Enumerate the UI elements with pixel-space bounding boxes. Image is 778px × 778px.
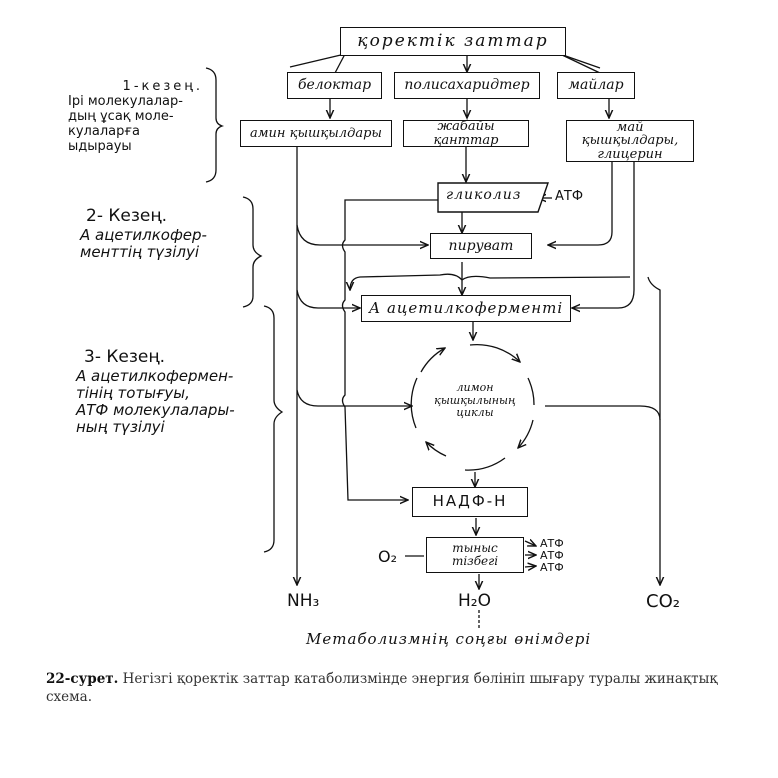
figure-caption-text: Негізгі қоректік заттар катаболизмінде э… — [46, 671, 718, 706]
figure-number: 22-сурет. — [46, 671, 119, 687]
fatty-acids-line: май қышқылдары, — [581, 119, 679, 149]
stage-3-line-2: тінің тотығуы, — [76, 383, 190, 402]
arrow-chain-atp-1 — [524, 541, 536, 546]
label-oxygen: O₂ — [378, 547, 398, 566]
stage-1-title: 1-кезең. — [122, 79, 203, 94]
stage-3-line-3: АТФ молекулалары- — [76, 401, 235, 420]
connector-nutrients-proteins — [334, 53, 346, 74]
line-aminoacids-pyruvate — [296, 224, 428, 245]
connector-fats-line — [289, 53, 601, 69]
node-citric-cycle: лимон қышқылының циклы — [415, 381, 535, 420]
node-fats: майлар — [557, 72, 635, 99]
line-fattyacids-acetylcoa — [572, 162, 635, 308]
stage-2-line-1: А ацетилкофер- — [80, 225, 207, 244]
stage-2-title: 2- Кезең. — [86, 206, 168, 226]
line-pyruvate-left-branch — [350, 273, 463, 290]
node-simple-sugars: жабайы қанттар — [403, 120, 529, 147]
label-atp-chain-2: АТФ — [540, 549, 564, 562]
label-end-products: Метаболизмнің соңғы өнімдері — [306, 630, 592, 648]
stage-1-line-3: кулаларға — [68, 123, 140, 139]
stage-1-line-4: ыдырауы — [68, 138, 132, 154]
stage-2: 2- Кезең. А ацетилкофер- менттің түзілуі — [80, 206, 250, 261]
label-ammonia: NH₃ — [287, 591, 320, 611]
node-amino-acids: амин қышқылдары — [240, 120, 392, 147]
respiratory-chain-line-2: тізбегі — [451, 554, 499, 568]
line-aminoacids-cycle — [296, 389, 412, 406]
node-glycolysis-label: гликолиз — [446, 187, 522, 203]
line-cycle-co2 — [545, 405, 661, 421]
citric-cycle-line-2: қышқылының — [434, 393, 516, 407]
figure-caption: 22-сурет. Негізгі қоректік заттар катабо… — [46, 670, 746, 706]
brace-stage-2 — [242, 196, 263, 308]
node-nadh: НАДФ-Н — [412, 487, 528, 517]
line-aminoacids-acetylcoa — [296, 289, 360, 308]
line-fattyacids-pyruvate — [548, 162, 613, 245]
connector-nutrients-fats — [559, 53, 601, 74]
label-atp-chain-3: АТФ — [540, 561, 564, 574]
node-pyruvate: пируват — [430, 233, 532, 259]
stage-3-line-1: А ацетилкофермен- — [76, 366, 234, 385]
label-carbon-dioxide: CO₂ — [646, 591, 680, 612]
glycerol-line: глицерин — [597, 146, 663, 162]
node-acetyl-coa: А ацетилкоферменті — [361, 295, 571, 322]
node-respiratory-chain: тыныс тізбегі — [426, 537, 524, 573]
stage-3-title: 3- Кезең. — [84, 347, 166, 367]
respiratory-chain-line-1: тыныс — [452, 541, 498, 556]
line-pyruvate-right-branch — [461, 275, 631, 281]
brace-stage-1 — [205, 67, 225, 183]
node-fatty-acids-glycerol: май қышқылдары, глицерин — [566, 120, 694, 162]
stage-1-line-2: дың ұсақ моле- — [68, 108, 174, 124]
label-atp-chain-1: АТФ — [540, 537, 564, 550]
node-polysaccharides: полисахаридтер — [394, 72, 540, 99]
citric-cycle-line-1: лимон — [456, 381, 494, 394]
glycolysis-box — [437, 182, 549, 213]
stage-3: 3- Кезең. А ацетилкофермен- тінің тотығу… — [76, 347, 276, 437]
line-glycolysis-left — [341, 199, 438, 500]
stage-3-line-4: ның түзілуі — [76, 418, 165, 437]
stage-2-line-2: менттің түзілуі — [80, 242, 200, 261]
arrow-chain-atp-3 — [524, 566, 536, 567]
label-water: H₂O — [458, 591, 491, 611]
label-atp-glycolysis: АТФ — [555, 189, 584, 204]
node-nutrients: қоректік заттар — [340, 27, 566, 56]
stage-1-line-1: Ірі молекулалар- — [68, 93, 183, 109]
citric-cycle-line-3: циклы — [456, 406, 494, 420]
brace-stage-3 — [263, 305, 284, 553]
node-proteins: белоктар — [287, 72, 382, 99]
stage-1: 1-кезең. Ірі молекулалар- дың ұсақ моле-… — [68, 79, 203, 155]
line-co2-main — [647, 276, 660, 585]
